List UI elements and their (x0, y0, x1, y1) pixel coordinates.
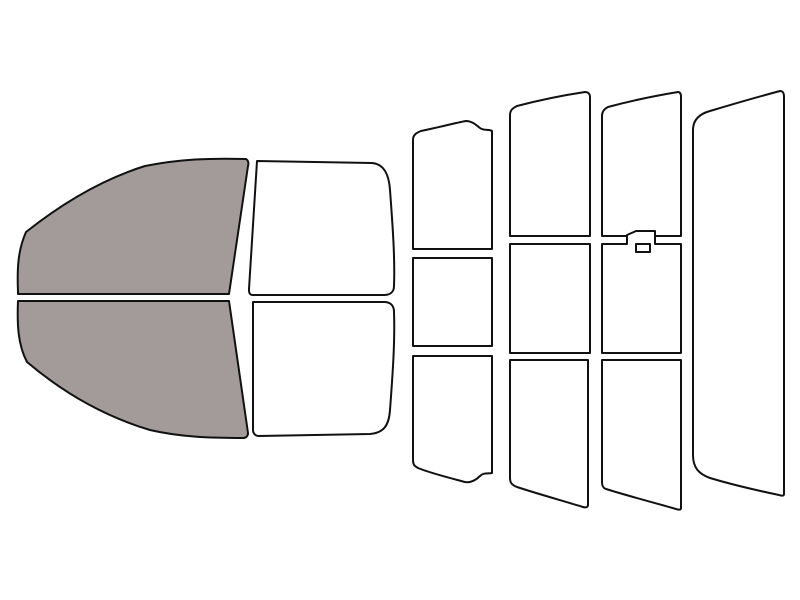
window-rear-col3-middle[interactable] (601, 230, 682, 354)
window-front-right-door-lower[interactable] (252, 301, 396, 437)
window-front-left-door-upper[interactable] (16, 157, 250, 295)
window-rear-windshield[interactable] (692, 90, 785, 497)
window-rear-col2-middle[interactable] (509, 243, 591, 354)
window-rear-col1-middle[interactable] (412, 257, 493, 347)
window-rear-col1-upper[interactable] (412, 120, 493, 250)
window-rear-col2-upper[interactable] (509, 91, 591, 237)
window-front-right-door-upper[interactable] (248, 160, 396, 296)
window-front-left-door-lower[interactable] (16, 300, 249, 439)
window-rear-col3-lower[interactable] (601, 359, 682, 511)
window-rear-col3-upper[interactable] (601, 91, 682, 237)
window-rear-col2-lower[interactable] (509, 359, 589, 509)
window-rear-col1-lower[interactable] (412, 355, 493, 484)
